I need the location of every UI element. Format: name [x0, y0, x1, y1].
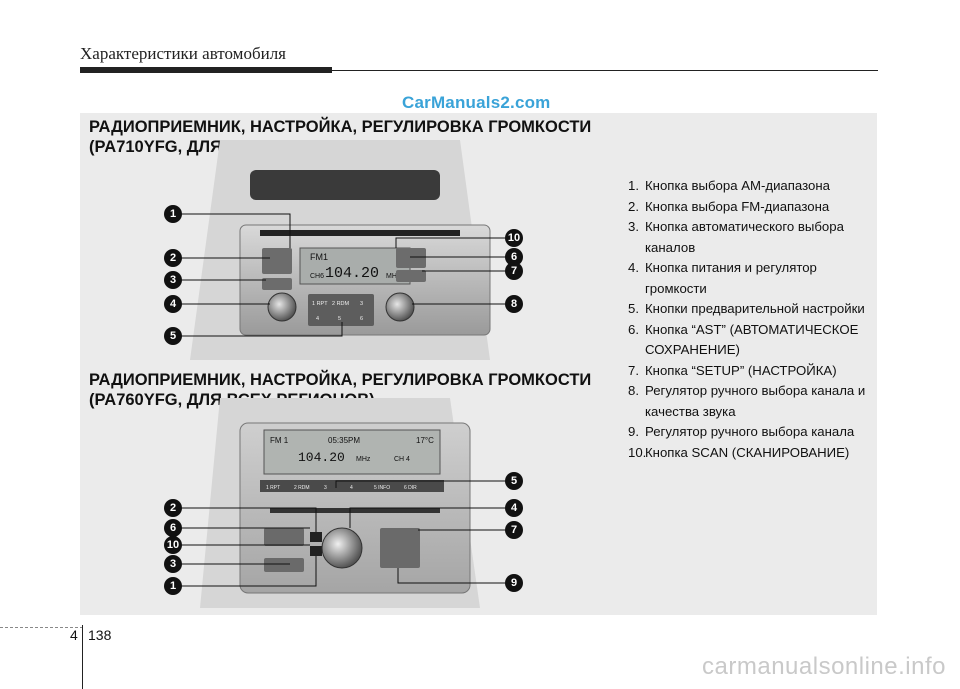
footer-rule: [0, 627, 83, 628]
r2-preset-4: 4: [350, 485, 353, 491]
legend-list: 1. Кнопка выбора AM-диапазона 2. Кнопка вы…: [628, 176, 880, 463]
legend-num: 6.: [628, 321, 639, 337]
r2-preset-3: 3: [324, 485, 327, 491]
r1-preset-4: 4: [316, 316, 319, 322]
r1-freq: 104.20: [325, 265, 379, 282]
legend-item: 5. Кнопки предварительной настройки: [628, 299, 880, 320]
legend-item: 1. Кнопка выбора AM-диапазона: [628, 176, 880, 197]
legend-num: 10.: [628, 444, 647, 460]
callout-r2-10: 10: [164, 536, 182, 554]
callout-r2-2: 2: [164, 499, 182, 517]
legend-text: Регулятор ручного выбора канала: [645, 424, 855, 439]
legend-num: 2.: [628, 198, 639, 214]
r2-temp: 17°C: [416, 436, 434, 445]
legend-text: Кнопка автоматического выбора каналов: [645, 219, 844, 255]
legend-item: 2. Кнопка выбора FM-диапазона: [628, 197, 880, 218]
callout-r1-7: 7: [505, 262, 523, 280]
legend-item: 10.Кнопка SCAN (СКАНИРОВАНИЕ): [628, 443, 880, 464]
legend-num: 9.: [628, 424, 639, 439]
r1-preset-6: 6: [360, 316, 363, 322]
r1-preset-3: 3: [360, 301, 363, 307]
section-title-line1: РАДИОПРИЕМНИК, НАСТРОЙКА, РЕГУЛИРОВКА ГР…: [89, 118, 592, 136]
legend-item: 6. Кнопка “AST” (АВТОМАТИЧЕСКОЕ СОХРАНЕНИ…: [628, 320, 880, 361]
callout-r2-3: 3: [164, 555, 182, 573]
footer-divider: [82, 625, 83, 689]
legend-num: 3.: [628, 219, 639, 234]
r2-unit: MHz: [356, 456, 371, 463]
callout-r2-9: 9: [505, 574, 523, 592]
legend-item: 7. Кнопка “SETUP” (НАСТРОЙКА): [628, 361, 880, 382]
legend-text: Кнопка выбора AM-диапазона: [645, 178, 830, 193]
r1-channel: CH6: [310, 273, 324, 280]
r1-preset-1: 1 RPT: [312, 301, 328, 307]
r2-preset-6: 6 DIR: [404, 485, 417, 491]
callout-r1-10: 10: [505, 229, 523, 247]
legend-text: Кнопка питания и регулятор громкости: [645, 260, 817, 296]
legend-text: Кнопка “AST” (АВТОМАТИЧЕСКОЕ СОХРАНЕНИЕ): [645, 321, 859, 358]
callout-r1-1: 1: [164, 205, 182, 223]
page-number: 138: [88, 627, 112, 643]
chapter-number: 4: [70, 627, 78, 643]
r2-channel: CH 4: [394, 456, 410, 463]
radio-pa760-illustration: FM 1 05:35PM 17°C 104.20 MHz CH 4 1 RPT …: [176, 398, 506, 608]
radio-pa710-illustration: FM1 104.20 CH6 MHz 1 RPT 2 RDM 3 4 5 6: [176, 140, 506, 360]
legend-num: 4.: [628, 260, 639, 275]
legend-text: Кнопка “SETUP” (НАСТРОЙКА): [645, 362, 837, 378]
r1-preset-5: 5: [338, 316, 341, 322]
callout-r1-4: 4: [164, 295, 182, 313]
legend-item: 3. Кнопка автоматического выбора каналов: [628, 217, 880, 258]
callout-r2-6: 6: [164, 519, 182, 537]
callout-r1-8: 8: [505, 295, 523, 313]
r1-band: FM1: [310, 252, 328, 262]
legend-item: 9. Регулятор ручного выбора канала: [628, 422, 880, 443]
r2-freq: 104.20: [298, 450, 345, 465]
page-title: Характеристики автомобиля: [80, 44, 286, 63]
r2-preset-1: 1 RPT: [266, 485, 280, 491]
callout-r2-5: 5: [505, 472, 523, 490]
watermark-bottom[interactable]: carmanualsonline.info: [702, 653, 946, 680]
legend-text: Кнопка выбора FM-диапазона: [645, 198, 830, 214]
r1-unit: MHz: [386, 273, 401, 280]
r2-preset-5: 5 INFO: [374, 485, 390, 491]
page-footer: 4 138: [0, 615, 960, 689]
callout-r1-3: 3: [164, 271, 182, 289]
r2-band: FM 1: [270, 436, 289, 445]
legend-item: 4. Кнопка питания и регулятор громкости: [628, 258, 880, 299]
page-header: Характеристики автомобиля: [80, 40, 878, 74]
legend-text: Кнопки предварительной настройки: [645, 301, 865, 316]
legend-num: 7.: [628, 362, 639, 378]
legend-num: 8.: [628, 383, 639, 398]
callout-r2-7: 7: [505, 521, 523, 539]
callout-r2-4: 4: [505, 499, 523, 517]
legend-num: 1.: [628, 178, 639, 193]
watermark-top[interactable]: CarManuals2.com: [402, 93, 551, 112]
section-title-line1: РАДИОПРИЕМНИК, НАСТРОЙКА, РЕГУЛИРОВКА ГР…: [89, 371, 592, 389]
header-rule-thin: [80, 70, 878, 71]
legend-num: 5.: [628, 301, 639, 316]
callout-r2-1: 1: [164, 577, 182, 595]
callout-r1-5: 5: [164, 327, 182, 345]
r1-preset-2: 2 RDM: [332, 301, 350, 307]
callout-r1-2: 2: [164, 249, 182, 267]
legend-text: Кнопка SCAN (СКАНИРОВАНИЕ): [645, 444, 850, 460]
r2-time: 05:35PM: [328, 436, 360, 445]
r2-preset-2: 2 RDM: [294, 485, 310, 491]
legend-item: 8. Регулятор ручного выбора канала и каче…: [628, 381, 880, 422]
callout-r1-6: 6: [505, 248, 523, 266]
legend-text: Регулятор ручного выбора канала и качест…: [645, 383, 866, 419]
